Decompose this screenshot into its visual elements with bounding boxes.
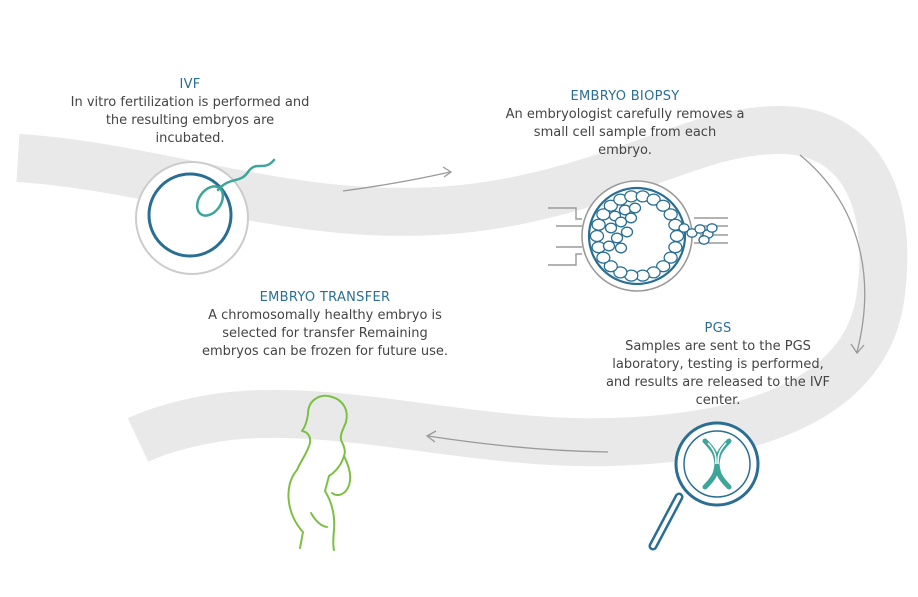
- embryo-cell: [698, 235, 710, 245]
- embryo-cell: [591, 218, 606, 231]
- embryo-cell: [613, 266, 628, 279]
- biopsied-cells: [678, 223, 718, 245]
- step-embryo-biopsy-title: EMBRYO BIOPSY: [570, 89, 680, 104]
- embryo-cell: [603, 199, 618, 212]
- step-embryo-transfer-description: A chromosomally healthy embryo is select…: [202, 308, 448, 359]
- embryo-cell: [604, 222, 618, 234]
- arrow-pgs-to-transfer: [425, 430, 609, 453]
- step-pgs: PGS Samples are sent to the PGS laborato…: [598, 320, 838, 410]
- step-ivf-description: In vitro fertilization is performed and …: [70, 95, 310, 146]
- embryo-cell: [589, 229, 605, 243]
- embryo-cells: [589, 190, 685, 282]
- arrow-biopsy-to-pgs: [799, 154, 866, 355]
- embryo-cell: [678, 223, 690, 233]
- embryo-cell: [663, 251, 678, 264]
- embryo-cell: [694, 224, 706, 234]
- step-ivf: IVF In vitro fertilization is performed …: [70, 76, 310, 148]
- embryo-cell: [668, 241, 683, 254]
- step-embryo-biopsy: EMBRYO BIOPSY An embryologist carefully …: [505, 88, 745, 160]
- step-pgs-description: Samples are sent to the PGS laboratory, …: [605, 339, 831, 408]
- egg-sperm-icon: [135, 158, 276, 275]
- pregnant-woman-icon: [287, 395, 352, 551]
- step-embryo-biopsy-description: An embryologist carefully removes a smal…: [505, 107, 745, 158]
- embryo-cell: [614, 242, 628, 254]
- magnifier-chromosome-icon: [648, 421, 760, 551]
- step-embryo-transfer: EMBRYO TRANSFER A chromosomally healthy …: [200, 289, 450, 361]
- embryo-cell: [624, 212, 638, 224]
- embryo-cell: [614, 216, 628, 228]
- step-embryo-transfer-title: EMBRYO TRANSFER: [259, 290, 391, 305]
- step-pgs-title: PGS: [704, 321, 732, 336]
- embryo-cell: [663, 208, 678, 221]
- embryo-cell: [603, 260, 618, 273]
- embryo-biopsy-icon: [548, 180, 728, 292]
- step-ivf-title: IVF: [179, 77, 201, 92]
- embryo-cell: [656, 199, 671, 212]
- embryo-cell: [656, 260, 671, 273]
- embryo-cell: [620, 226, 634, 238]
- embryo-cell: [596, 251, 611, 264]
- process-path: [16, 105, 908, 467]
- arrow-ivf-to-biopsy: [342, 166, 453, 192]
- embryo-cell: [646, 193, 661, 206]
- embryo-cell: [706, 223, 718, 233]
- embryo-cell: [628, 202, 642, 214]
- embryo-cell: [602, 240, 616, 252]
- embryo-cell: [610, 232, 624, 244]
